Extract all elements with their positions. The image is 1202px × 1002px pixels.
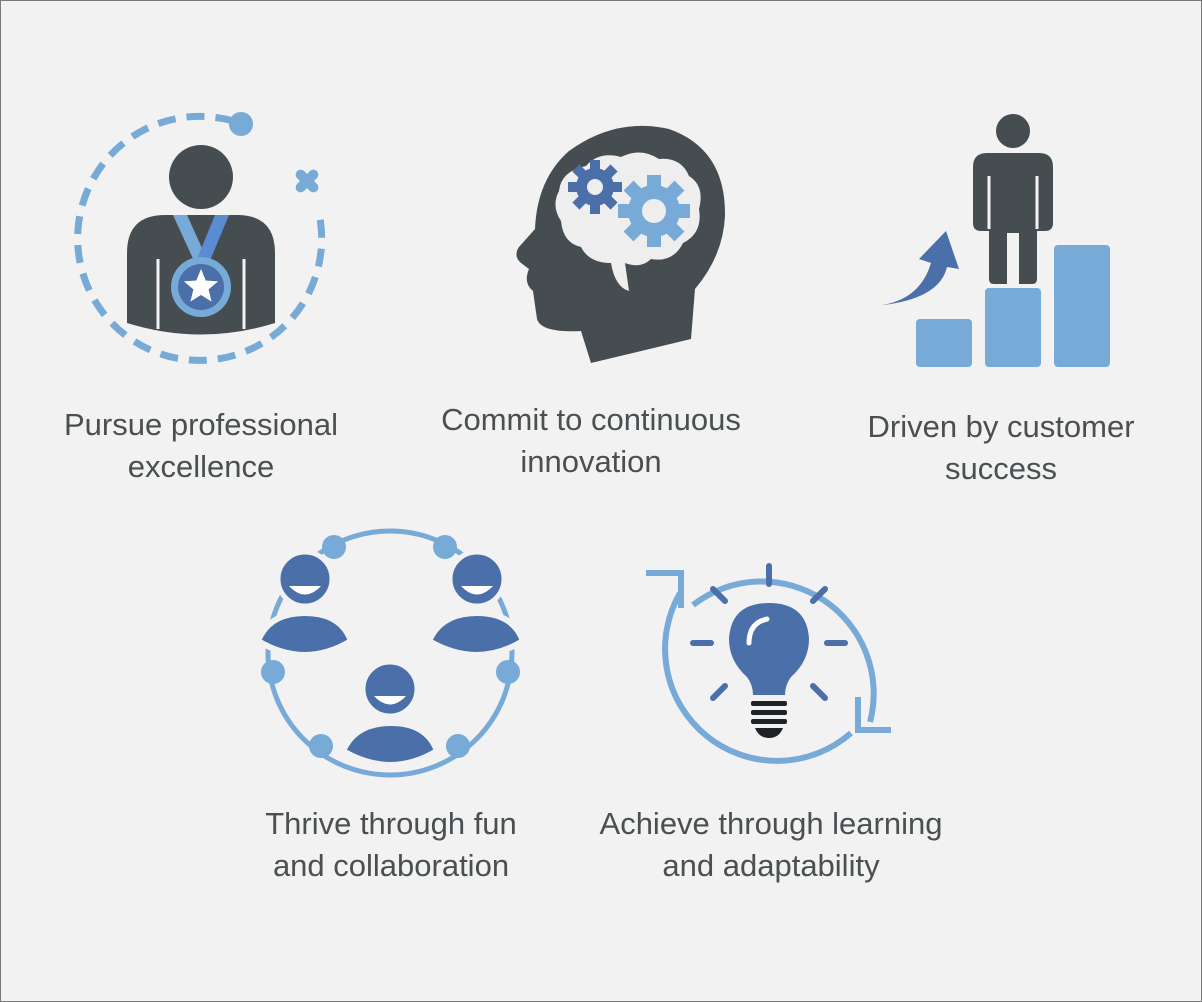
team-collaboration-icon: [254, 528, 527, 778]
lightbulb-cycle-icon: [646, 563, 891, 764]
value-caption-excellence: Pursue professional excellence: [64, 407, 338, 484]
growth-steps-icon: [873, 114, 1110, 367]
value-caption-learning: Achieve through learning and adaptabilit…: [599, 806, 943, 883]
value-caption-innovation: Commit to continuous innovation: [441, 402, 741, 479]
value-caption-customer-success: Driven by customer success: [867, 409, 1135, 486]
value-caption-collaboration: Thrive through fun and collaboration: [265, 806, 517, 883]
medal-person-icon: [74, 112, 326, 364]
brain-gears-icon: [516, 125, 726, 363]
